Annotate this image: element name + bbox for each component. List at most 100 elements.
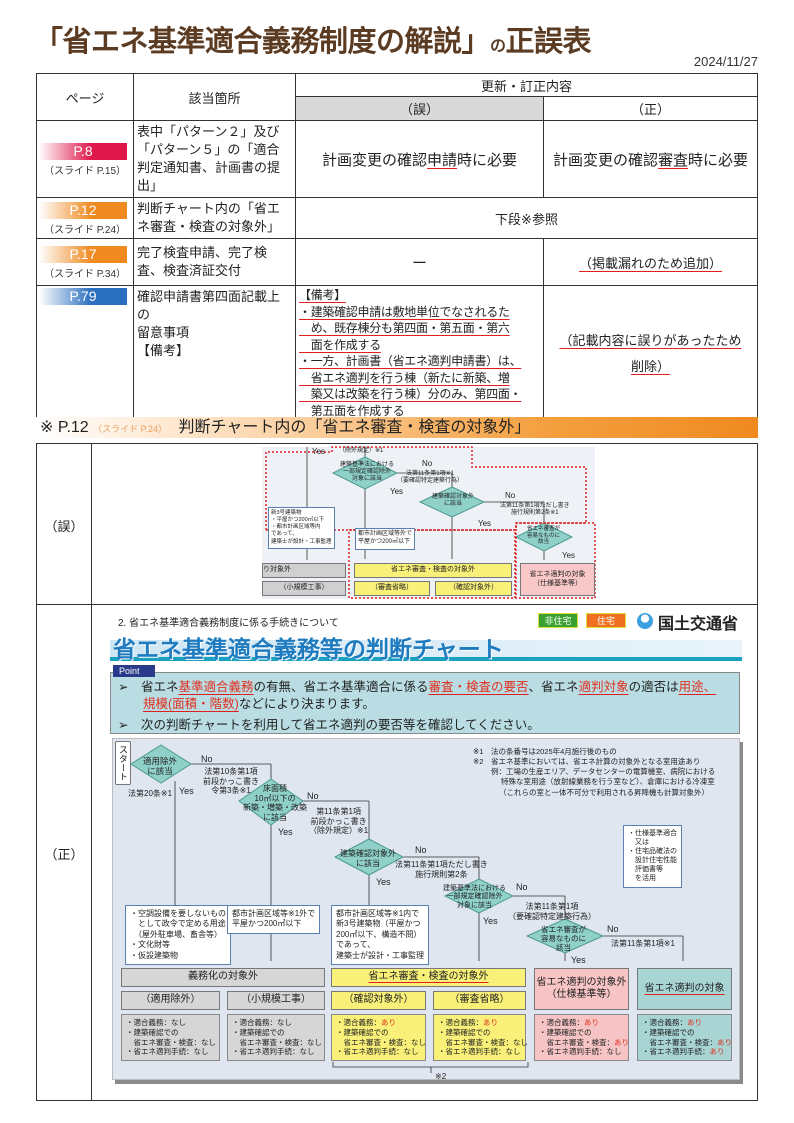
table-row: P.17 （スライド P.34） 完了検査申請、完了検査、検査済証交付 ー （掲載… [36,238,758,286]
decision-text: 省エネ審査が容易なものに該当 [527,526,561,546]
header-wrong: （誤） [295,96,544,121]
point-tab: Point [113,665,155,677]
outcome-box: 省エネ適判の対象 [637,968,732,1010]
header-right: （正） [543,96,758,121]
date: 2024/11/27 [693,54,758,69]
callout: 新3号建築物・平屋かつ200㎡以下・都市計画区域等内であって、建築士が設計・工事… [268,507,335,549]
callout: 都市計画区域等外で平屋かつ200㎡以下 [355,528,416,550]
page-badge: P.79 [39,288,127,305]
detail-box: ・適合義務：あり・建築確認での 省エネ審査・検査：あり・省エネ適判手続：なし [534,1014,629,1061]
wrong-chart-lines [265,446,596,599]
detail-box: ・適合義務：なし・建築確認での 省エネ審査・検査：なし・省エネ適判手続：なし [121,1014,220,1061]
law-label: 法第11条第1項ただし書き施行規則第2条※1 [500,503,570,517]
outcome-box: （審査省略） [433,991,526,1010]
no-label: No [607,924,619,934]
badge-nonresidential: 非住宅 [538,613,578,628]
outcome-box: 省エネ適判の対象外（仕様基準等） [534,968,629,1010]
table-row: P.8 （スライド P.15） 表中「パターン２」及び「パターン５」の「適合判定通… [36,120,758,198]
slide-ref: （スライド P.34） [43,269,127,280]
table-row: P.12（スライド P.24） 判断チャート内の「省エネ審査・検査の対象外」 下… [36,197,758,239]
outcome-box: （審査省略） [354,581,430,596]
detail-box: ・適合義務：あり・建築確認での 省エネ審査・検査：なし・省エネ適判手続：なし [331,1014,426,1061]
right-chart: スタート 適用除外に該当 No 法第10条第1項前段かっこ書き令第3条※1 法第… [112,738,740,1081]
comparison-table: （誤） （正） [36,443,758,1101]
header-location: 該当箇所 [133,73,296,121]
outcome-box: 省エネ審査・検査の対象外 [331,968,526,987]
ministry-name: 国土交通省 [658,616,739,633]
law-label: 法第11条第1項※1（要確認特定建築行為） [397,471,464,485]
footnotes: ※1 法の条番号は2025年4月施行後のもの※2 省エネ基準においては、省エネ計… [473,747,716,797]
table-row: P.79 確認申請書第四面記載上の留意事項【備考】 【備考】 ・建築確認申請は敷… [36,285,758,423]
no-label: No [201,754,213,764]
no-label: No [307,791,319,801]
start-box: スタート [115,741,131,785]
location: 判断チャート内の「省エネ審査・検査の対象外」 [133,197,296,239]
slide-ref: （スライド P.15） [43,166,127,177]
outcome-box: り対象外 [262,563,346,578]
outcome-box: 省エネ適判の対象（仕様基準等） [520,563,595,596]
yes-label: Yes [483,916,498,926]
outcome-box: （小規模工事） [262,581,346,596]
decision-text: 建築確認対象外に該当 [432,494,475,508]
law-label: 法第20条※1 [128,789,173,798]
yes-label: Yes [376,877,391,887]
right-text: （記載内容に誤りがあったため削除） [543,285,758,423]
law-label: 第11条第1項前段かっこ書き（除外規定）※1 [309,807,369,836]
decision-text: 省エネ審査が容易なものに該当 [541,925,586,952]
outcome-box: （確認対象外） [435,581,512,596]
wrong-text: 【備考】 ・建築確認申請は敷地単位でなされるた め、既存棟分も第四面・第五面・第… [295,285,544,423]
decision-text: 建築確認対象外に該当 [340,849,396,868]
decision-text: 適用除外に該当 [143,756,178,777]
yes-label: Yes [478,519,492,528]
no-label: No [415,845,427,855]
wrong-text: 計画変更の確認申請時に必要 [295,120,544,198]
callout: ・空調設備を要しないもの として政令で定める用途 （屋外駐車場、畜舎等）・文化財… [125,905,231,965]
outcome-box: 省エネ審査・検査の対象外 [354,563,512,578]
yes-label: Yes [571,955,586,965]
right-label: （正） [44,847,84,862]
note-2-label: ※2 [435,1072,447,1081]
outcome-box: （確認対象外） [331,991,426,1010]
no-label: No [505,491,516,500]
wrong-label: （誤） [44,519,84,534]
point-bullet-1: ➢ 省エネ基準適合義務の有無、省エネ基準適合に係る審査・検査の要否、省エネ適判対… [118,680,717,711]
yes-label: Yes [179,786,194,796]
location: 確認申請書第四面記載上の留意事項【備考】 [133,285,296,423]
right-text: 計画変更の確認審査時に必要 [543,120,758,198]
page-badge: P.8 [39,143,127,160]
detail-box: ・適合義務：あり・建築確認での 省エネ審査・検査：なし・省エネ適判手続：なし [433,1014,528,1061]
title-band [110,640,742,658]
right-chart-lines [130,744,684,1073]
yes-label: Yes [562,551,576,560]
law-label: （除外規定）※1 [339,448,384,454]
decision-text: 建築基準法における一部規定確認除外対象に該当 [443,885,506,909]
badge-residential: 住宅 [586,613,626,628]
point-bullet-2: ➢ 次の判断チャートを利用して省エネ適判の要否等を確認してください。 [118,718,540,732]
page-badge: P.17 [39,246,127,263]
decision-text: 建築基準法における一部規定確認除外対象に該当 [340,462,395,483]
slide-ref: （スライド P.24） [43,225,127,236]
yes-label: Yes [278,827,293,837]
detail-box: ・適合義務：あり・建築確認での 省エネ審査・検査：あり・省エネ適判手続：あり [637,1014,732,1061]
header-page: ページ [36,73,134,121]
callout: 都市計画区域等※1外で平屋かつ200㎡以下 [227,905,321,934]
detail-box: ・適合義務：なし・建築確認での 省エネ審査・検査：なし・省エネ適判手続：なし [227,1014,325,1061]
location: 完了検査申請、完了検査、検査済証交付 [133,238,296,286]
point-box [110,672,740,734]
callout: ・仕様基準適合 又は・住宅品確法の 設計住宅性能 評価書等 を活用 [623,825,682,888]
wrong-text: ー [295,238,544,286]
errata-table: ページ 該当箇所 更新・訂正内容 （誤） （正） P.8 （スライド P.15） … [36,73,758,423]
yes-label: Yes [390,487,404,496]
right-text: （掲載漏れのため追加） [543,238,758,286]
location: 表中「パターン２」及び「パターン５」の「適合判定通知書、計画書の提出」 [133,120,296,198]
chart-title: 省エネ基準適合義務等の判断チャート [113,636,504,662]
law-label: 法第11条第1項ただし書き施行規則第2条 [395,860,488,879]
law-label: 法第10条第1項前段かっこ書き令第3条※1 [203,767,259,796]
wrong-chart: Yes （除外規定）※1 建築基準法における一部規定確認除外対象に該当 No 法… [262,446,596,599]
outcome-box: （小規模工事） [227,991,325,1010]
header-content: 更新・訂正内容 [295,73,758,97]
section-heading: ※ P.12 （スライド P.24） 判断チャート内の「省エネ審査・検査の対象外… [36,417,758,438]
law-label: 法第11条第1項（要確認特定建築行為） [508,902,596,921]
chart-section: 2. 省エネ基準適合義務制度に係る手続きについて [118,618,339,629]
